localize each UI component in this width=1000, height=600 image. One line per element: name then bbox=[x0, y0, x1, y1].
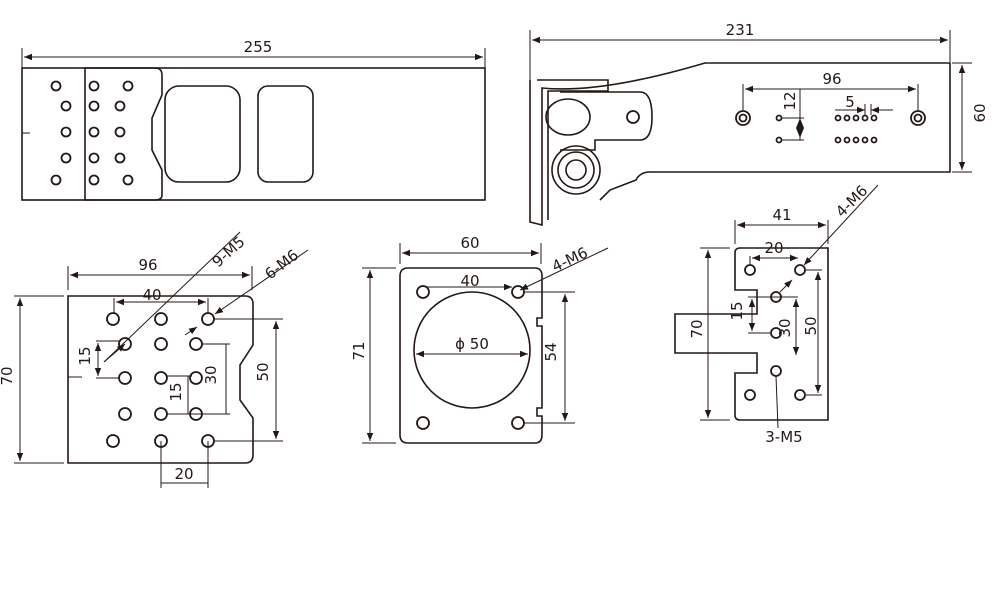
arm-plate bbox=[84, 67, 163, 201]
dimension-label: 70 bbox=[688, 319, 706, 338]
holes bbox=[50, 80, 134, 186]
dimension-label: 60 bbox=[460, 234, 479, 252]
dimension-label: 96 bbox=[138, 256, 157, 274]
right-plate: 41 70 20 4-M6 15 30 50 3-M5 bbox=[674, 182, 879, 446]
bracket bbox=[537, 79, 609, 220]
dimension-label: 15 bbox=[728, 301, 746, 320]
dimension-label: 30 bbox=[202, 365, 220, 384]
slot-1 bbox=[164, 85, 241, 183]
dimension-label: 40 bbox=[460, 272, 479, 290]
dimension-label: 30 bbox=[776, 318, 794, 337]
m6-callout: 4-M6 bbox=[832, 182, 871, 221]
top-left-view: 255 bbox=[21, 38, 486, 201]
slot-2 bbox=[257, 85, 314, 183]
m5-callout: 3-M5 bbox=[765, 428, 802, 446]
dimension-label: 71 bbox=[350, 341, 368, 360]
dimension-label: 60 bbox=[971, 103, 989, 122]
top-right-view: 231 60 96 12 5 bbox=[529, 21, 989, 227]
dimension-label: 15 bbox=[76, 346, 94, 365]
bore-circle bbox=[413, 291, 531, 409]
dimension-label: 50 bbox=[254, 362, 272, 381]
bottom-left-plate: 96 70 40 9-M5 6-M6 15 15 30 50 20 bbox=[0, 231, 309, 488]
dimension-label: 41 bbox=[772, 206, 791, 224]
dimension-label: 255 bbox=[244, 38, 273, 56]
dimension-label: 96 bbox=[822, 70, 841, 88]
arm-body bbox=[529, 62, 951, 227]
dimension-label: 70 bbox=[0, 366, 16, 385]
dimension-label: 54 bbox=[542, 342, 560, 361]
m6-callout: 4-M6 bbox=[549, 243, 591, 275]
m5-callout: 9-M5 bbox=[209, 233, 249, 271]
bore-label: ϕ 50 bbox=[455, 335, 489, 353]
dimension-label: 15 bbox=[167, 382, 185, 401]
dimension-label: 5 bbox=[845, 93, 855, 111]
dimension-label: 40 bbox=[142, 286, 161, 304]
dimension-label: 50 bbox=[802, 316, 820, 335]
m6-callout: 6-M6 bbox=[261, 246, 302, 283]
dimension-label: 20 bbox=[174, 465, 193, 483]
link-plate bbox=[560, 91, 653, 151]
arm-body bbox=[21, 67, 486, 201]
dimension-label: 12 bbox=[781, 91, 799, 110]
dimension-label: 20 bbox=[764, 239, 783, 257]
dimension-label: 231 bbox=[726, 21, 755, 39]
pivot bbox=[551, 145, 601, 195]
middle-plate: 60 71 ϕ 50 40 4-M6 54 bbox=[350, 234, 609, 444]
